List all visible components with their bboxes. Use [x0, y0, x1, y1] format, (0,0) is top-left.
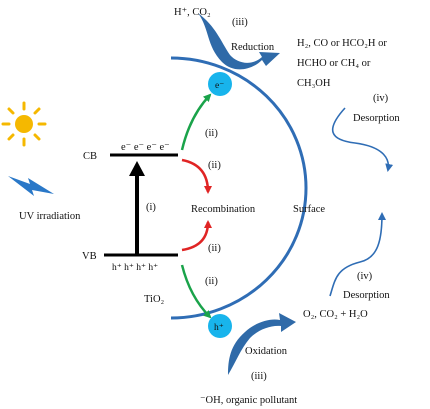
- desorption-bottom-label: Desorption: [343, 290, 390, 301]
- desorption-arrow-top: [331, 107, 394, 172]
- holes-label: h⁺ h⁺ h⁺ h⁺: [112, 263, 158, 273]
- hole-symbol: h⁺: [214, 323, 224, 333]
- desorption-arrow-bottom: [329, 212, 386, 297]
- electron-symbol: e⁻: [215, 81, 224, 91]
- reduction-arrow: [198, 13, 280, 70]
- excitation-arrow: [129, 161, 145, 255]
- cb-label: CB: [83, 151, 97, 162]
- step-ii-label-4: (ii): [205, 276, 218, 287]
- oxidation-label: Oxidation: [245, 346, 288, 357]
- vb-label: VB: [82, 251, 97, 262]
- uv-irradiation-label: UV irradiation: [19, 211, 81, 222]
- desorption-top-label: Desorption: [353, 113, 400, 124]
- sun-icon: [1, 101, 47, 147]
- products-line-3: CH₃OH: [297, 78, 331, 89]
- electron-recombination-arrow: [181, 158, 212, 194]
- surface-label: Surface: [293, 204, 325, 215]
- step-iv-bottom-label: (iv): [357, 271, 373, 282]
- step-ii-label-1: (ii): [205, 128, 218, 139]
- step-ii-label-2: (ii): [208, 160, 221, 171]
- oxidation-arrow: [228, 313, 296, 375]
- surface-arc: [170, 56, 308, 320]
- top-reactants-label: H⁺, CO₂: [174, 7, 211, 18]
- step-iv-top-label: (iv): [373, 93, 389, 104]
- lightning-icon: [8, 176, 54, 196]
- step-i-label: (i): [146, 202, 156, 213]
- products-line-2: HCHO or CH₄ or: [297, 58, 371, 69]
- products-line-1: H₂, CO or HCO₂H or: [297, 38, 387, 49]
- reduction-label: Reduction: [231, 42, 275, 53]
- step-iii-top-label: (iii): [232, 17, 248, 28]
- hole-migration-arrow: [180, 264, 212, 319]
- step-ii-label-3: (ii): [208, 243, 221, 254]
- step-iii-bottom-label: (iii): [251, 371, 267, 382]
- electron-migration-arrow: [180, 93, 212, 151]
- bottom-reactants-label: ⁻OH, organic pollutant: [200, 395, 297, 406]
- recombination-label: Recombination: [191, 204, 256, 215]
- hole-circle: [208, 314, 232, 338]
- oxidation-products-label: O₂, CO₂ + H₂O: [303, 309, 368, 320]
- hole-recombination-arrow: [181, 220, 212, 252]
- electron-circle: [208, 72, 232, 96]
- tio2-label: TiO₂: [144, 294, 165, 305]
- electrons-label: e⁻ e⁻ e⁻ e⁻: [121, 142, 170, 153]
